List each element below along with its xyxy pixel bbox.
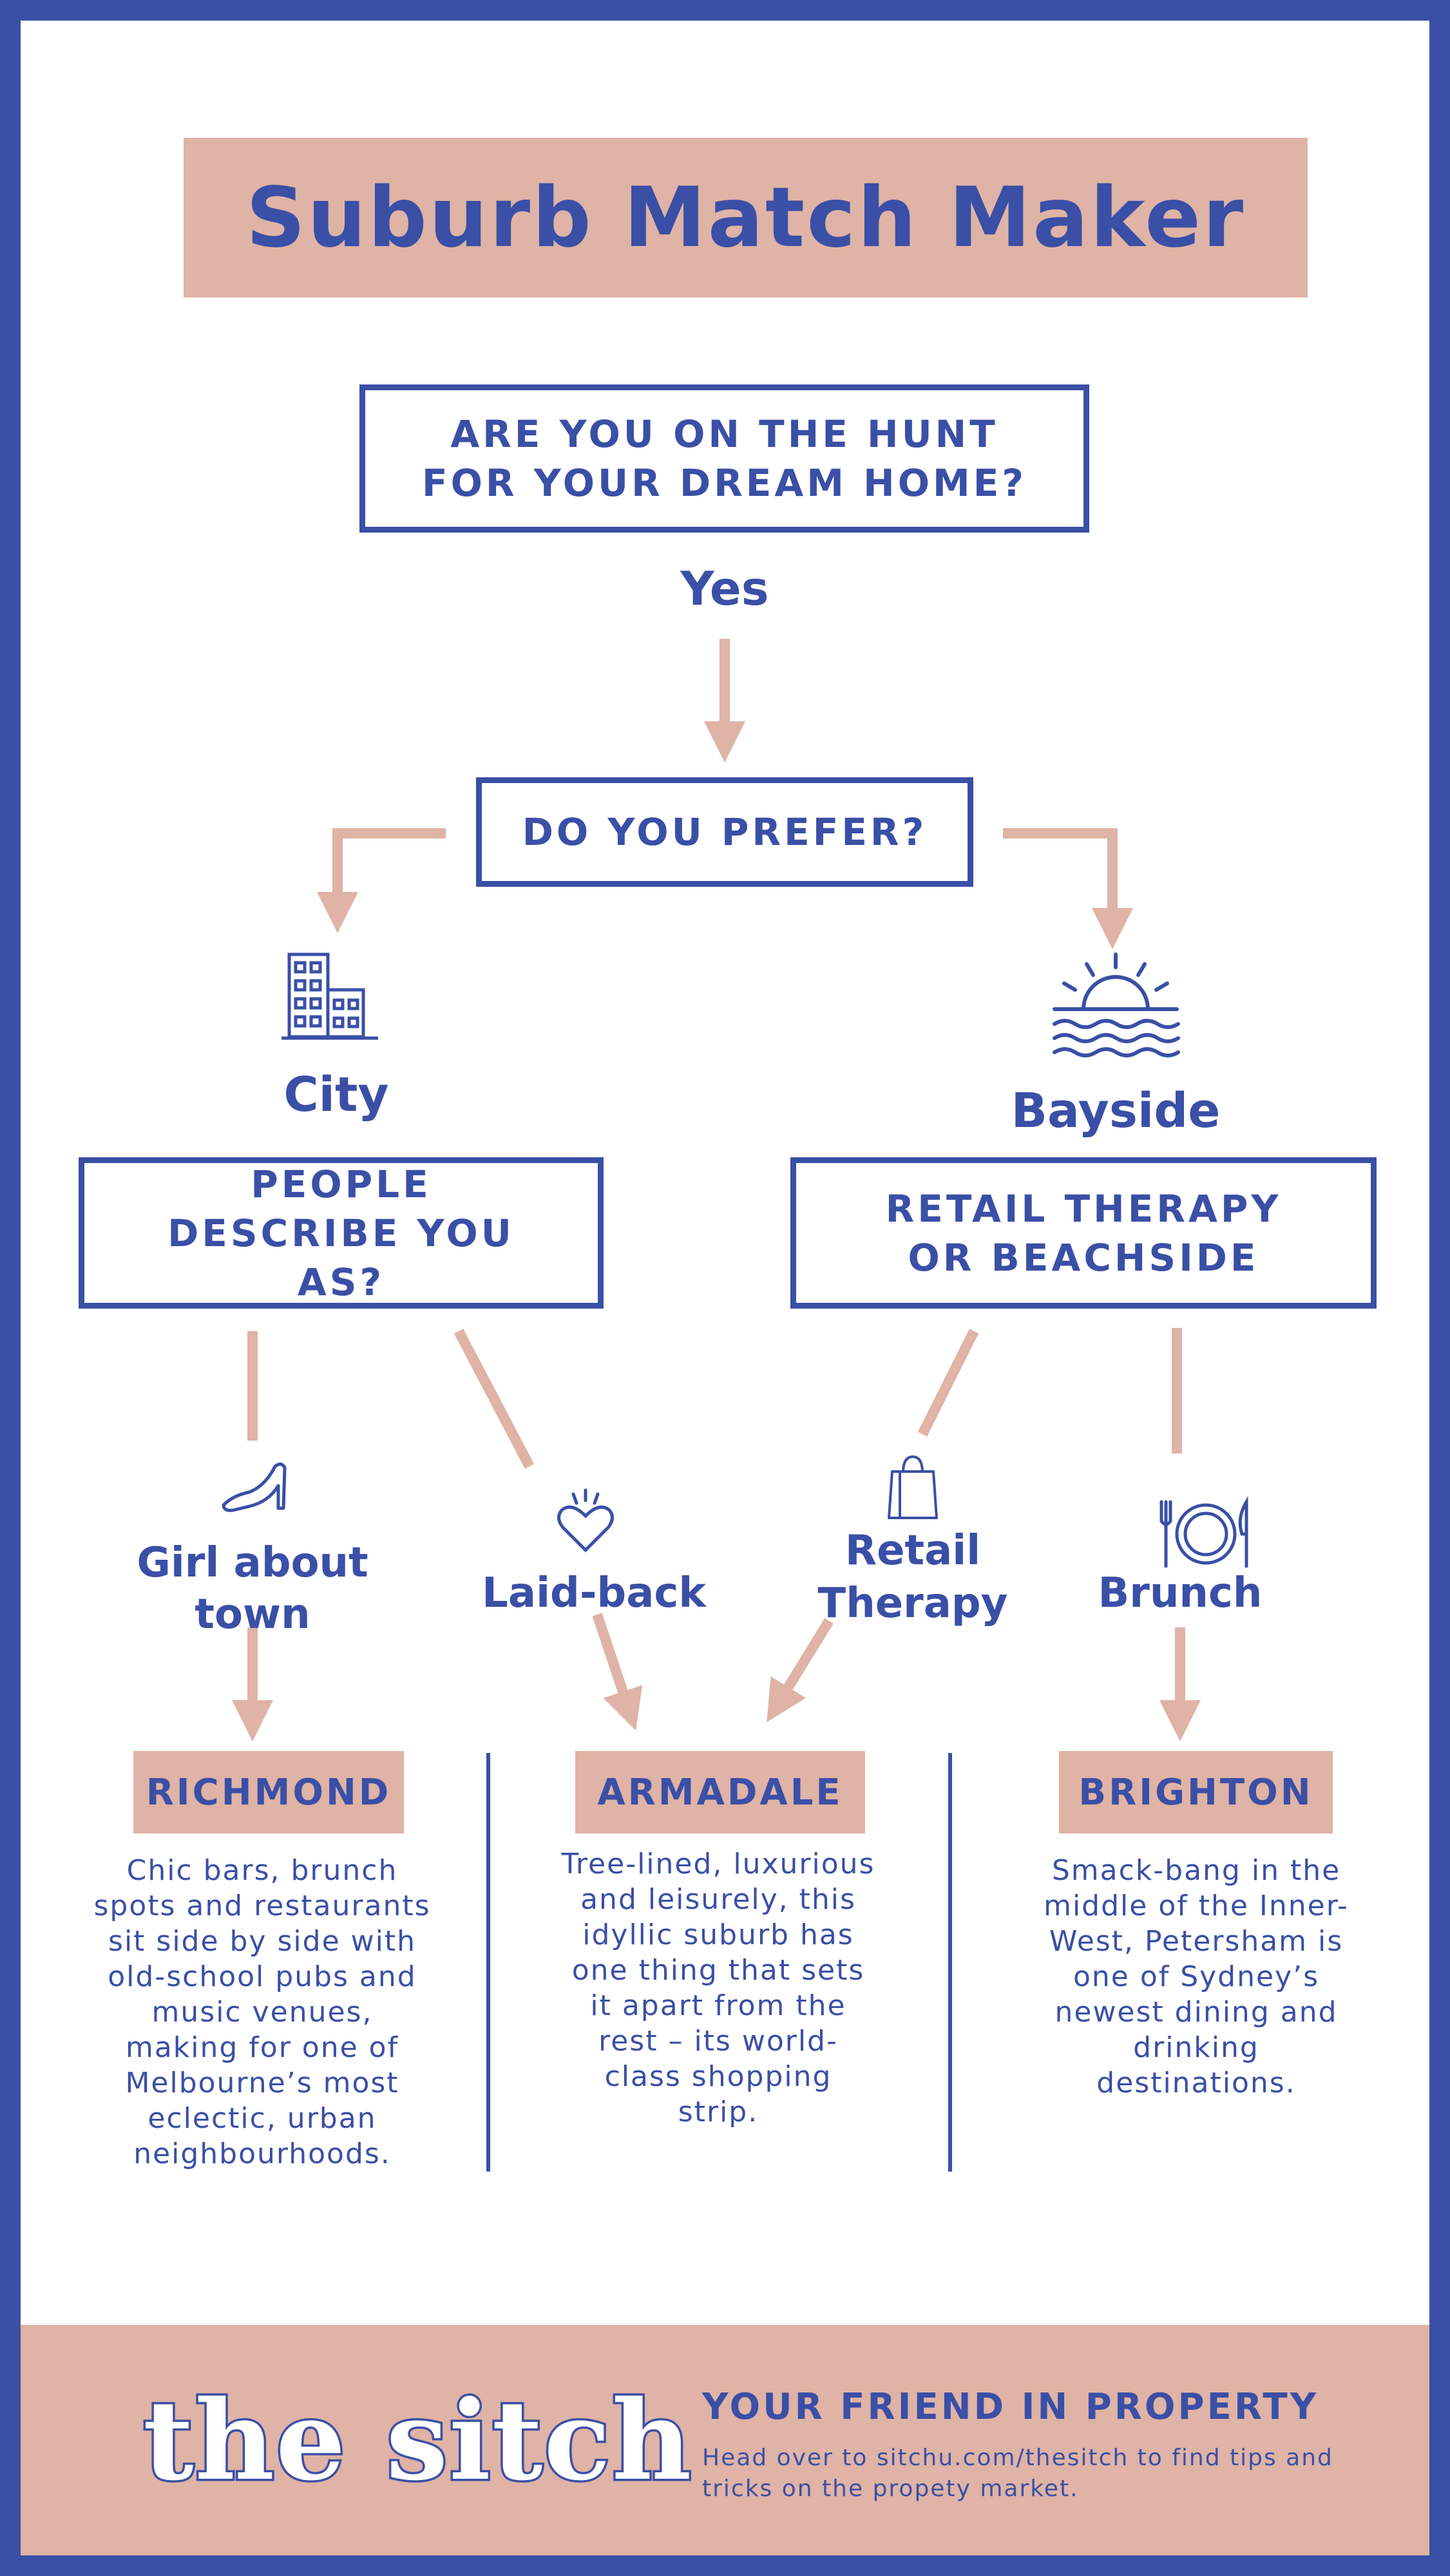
question-box-dream-home: ARE YOU ON THE HUNT FOR YOUR DREAM HOME? [359, 384, 1089, 533]
suburb-richmond: RICHMOND [133, 1751, 404, 1833]
plate-cutlery-icon [1159, 1495, 1248, 1568]
line-to-retail-therapy [917, 1329, 979, 1437]
sunset-waves-icon [1053, 952, 1180, 1057]
suburb-description-richmond: Chic bars, brunch spots and restaurants … [93, 1854, 431, 2170]
footer-tagline: YOUR FRIEND IN PROPERTY [702, 2386, 1319, 2428]
the-sitch-logo: the sitch [140, 2376, 693, 2505]
trait-retail-therapy: Retail Therapy [817, 1527, 1008, 1627]
trait-laid-back: Laid-back [482, 1569, 706, 1617]
suburb-brighton: BRIGHTON [1059, 1751, 1333, 1833]
question-2-text: DO YOU PREFER? [522, 810, 928, 854]
heart-icon [557, 1488, 614, 1553]
suburb-name: ARMADALE [597, 1771, 843, 1814]
suburb-description-brighton: Smack-bang in the middle of the Inner-We… [1044, 1854, 1349, 2099]
question-1-text: ARE YOU ON THE HUNT FOR YOUR DREAM HOME? [421, 412, 1027, 505]
flow-connectors [232, 639, 1201, 1741]
arrow-to-bayside [1003, 828, 1133, 949]
question-box-describe: PEOPLE DESCRIBE YOU AS? [79, 1157, 604, 1309]
question-box-retail-beachside: RETAIL THERAPY OR BEACHSIDE [790, 1157, 1377, 1309]
suburb-name: BRIGHTON [1078, 1771, 1313, 1814]
question-3-left-text: PEOPLE DESCRIBE YOU AS? [167, 1162, 515, 1304]
question-box-prefer: DO YOU PREFER? [476, 777, 973, 887]
footer-tip-text: Head over to sitchu.com/thesitch to find… [702, 2445, 1333, 2502]
title-banner: Suburb Match Maker [184, 138, 1308, 298]
suburb-name: RICHMOND [146, 1771, 392, 1814]
arrow-retail-to-armadale [767, 1618, 834, 1723]
arrow-laidback-to-armadale [592, 1613, 643, 1731]
suburb-description-armadale: Tree-lined, luxurious and leisurely, thi… [561, 1848, 875, 2128]
answer-yes: Yes [680, 562, 769, 616]
line-to-laid-back [453, 1329, 535, 1469]
high-heel-icon [222, 1463, 287, 1512]
arrow-to-city [317, 828, 446, 933]
shopping-bag-icon [888, 1455, 938, 1519]
footer-band: the sitch YOUR FRIEND IN PROPERTY Head o… [21, 2325, 1429, 2555]
question-3-right-text: RETAIL THERAPY OR BEACHSIDE [885, 1186, 1282, 1280]
trait-brunch: Brunch [1098, 1569, 1263, 1617]
page-title: Suburb Match Maker [245, 169, 1246, 266]
option-city: City [283, 1067, 389, 1122]
column-divider [948, 1753, 952, 2172]
suburb-armadale: ARMADALE [575, 1751, 865, 1833]
trait-girl-about-town: Girl about town [137, 1539, 368, 1638]
option-bayside: Bayside [1011, 1083, 1221, 1139]
column-divider [486, 1753, 490, 2172]
buildings-icon [281, 952, 378, 1040]
